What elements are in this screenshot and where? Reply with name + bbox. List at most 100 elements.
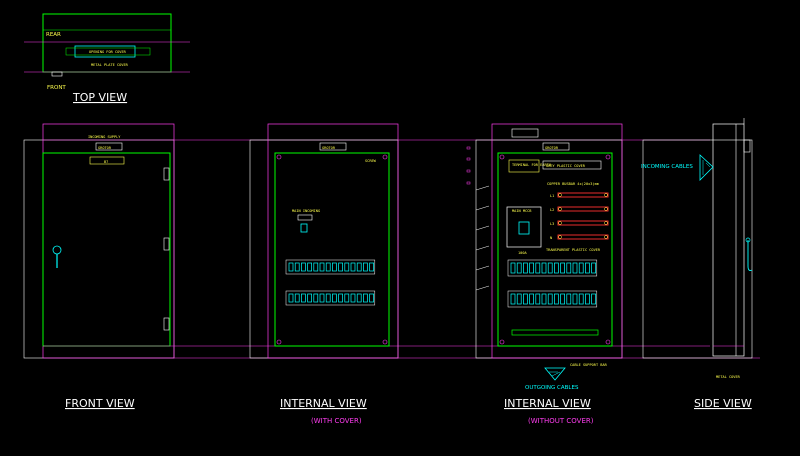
main-mccb <box>506 206 542 248</box>
busbar-bolt <box>604 235 608 239</box>
breaker <box>578 293 584 305</box>
front-door <box>42 152 171 347</box>
breaker <box>535 293 541 305</box>
metal-plate-label: METAL PLATE COVER <box>91 63 129 67</box>
brand-plate <box>95 142 123 151</box>
breaker <box>288 293 294 303</box>
busbar-bolt <box>558 221 562 225</box>
breaker <box>535 262 541 274</box>
top-view-caption: TOP VIEW <box>72 91 127 104</box>
breaker <box>344 293 350 303</box>
breaker <box>554 262 559 274</box>
breaker <box>350 293 356 303</box>
cover-opening <box>74 45 136 58</box>
outgoing-arrow-icon <box>544 367 566 381</box>
breaker <box>510 293 516 305</box>
side-body <box>712 123 745 357</box>
breaker <box>350 262 356 272</box>
breaker <box>523 262 528 274</box>
front-label: FRONT <box>47 85 66 91</box>
breaker <box>332 293 337 303</box>
busbar-bolt <box>558 193 562 197</box>
breaker <box>288 262 294 272</box>
breaker <box>529 293 534 305</box>
breakers-row-2 <box>507 290 598 308</box>
gland-marks <box>466 146 471 185</box>
breaker-rail <box>507 259 598 277</box>
opening-label: OPENING FOR COVER <box>89 50 127 54</box>
breaker <box>572 262 578 274</box>
breaker <box>338 262 343 272</box>
breaker-rail <box>285 259 376 275</box>
breaker <box>313 262 319 272</box>
breaker <box>547 262 553 274</box>
front-box <box>42 123 175 359</box>
breaker <box>294 293 300 303</box>
breaker <box>529 262 534 274</box>
internal-with-caption: INTERNAL VIEW <box>280 397 367 410</box>
breaker <box>313 293 319 303</box>
main-incoming-label: MAIN INCOMING <box>292 209 320 213</box>
nameplate-text: B7 <box>104 160 108 164</box>
transparent-cover-label: TRANSPARENT PLASTIC COVER <box>546 248 601 252</box>
terminal-label: TERMINAL FOR EARTH <box>512 163 551 167</box>
breaker <box>369 293 374 303</box>
internal-with-subcaption: (WITH COVER) <box>311 417 362 425</box>
breaker <box>319 262 325 272</box>
incoming-cables-label: INCOMING CABLES <box>641 164 693 170</box>
busbar-bolt <box>604 221 608 225</box>
breaker-rail <box>285 290 376 306</box>
breaker <box>325 262 331 272</box>
main-mccb-label: MAIN MCCB <box>512 209 531 213</box>
breaker <box>541 293 547 305</box>
breaker <box>325 293 331 303</box>
cable-bar-label: CABLE SUPPORT BAR <box>570 363 608 367</box>
busbar <box>557 220 609 226</box>
screw-label: SCREW <box>365 159 377 163</box>
breaker-rail <box>507 290 598 308</box>
door-lock-icon <box>52 245 62 268</box>
breaker <box>356 293 362 303</box>
side-view-caption: SIDE VIEW <box>694 397 752 410</box>
busbar-bolt <box>558 207 562 211</box>
hinge-icon <box>163 167 170 331</box>
earth-terminal <box>508 159 540 173</box>
internal-brand: GROTOR <box>322 146 336 150</box>
breaker <box>547 293 553 305</box>
outgoing-label: OUTGOING CABLES <box>525 385 579 391</box>
breakers-row-1 <box>507 259 598 277</box>
cover-panel <box>274 152 390 347</box>
busbar <box>557 234 609 240</box>
mccb-rating: 100A <box>518 251 527 255</box>
metal-cover-label: METAL COVER <box>716 375 741 379</box>
busbar-bolt <box>604 193 608 197</box>
busbar-bolt <box>604 207 608 211</box>
phase-label: L3 <box>550 222 554 226</box>
breaker <box>516 262 522 274</box>
breaker <box>560 262 565 274</box>
busbar-label: COPPER BUSBAR 4x(20x3)mm <box>547 182 599 186</box>
incoming-arrow-icon <box>699 154 714 181</box>
internal-view-with-cover: GROTOR SCREW MAIN INCOMING INTERNAL VIEW… <box>249 123 399 425</box>
breaker <box>338 293 343 303</box>
breaker <box>541 262 547 274</box>
breaker <box>319 293 325 303</box>
breaker <box>591 293 596 305</box>
phase-label: L1 <box>550 194 554 198</box>
breaker <box>369 262 374 272</box>
breaker <box>363 262 368 272</box>
breaker <box>307 293 312 303</box>
breaker <box>301 293 306 303</box>
busbar <box>557 206 609 212</box>
corner-screws-2 <box>499 154 611 345</box>
busbar <box>557 192 609 198</box>
breaker <box>585 262 590 274</box>
breaker <box>301 262 306 272</box>
breaker <box>591 262 596 274</box>
breaker <box>516 293 522 305</box>
breaker <box>554 293 559 305</box>
cable-ladder <box>475 185 490 291</box>
top-view: REAR OPENING FOR COVER METAL PLATE COVER… <box>24 13 190 104</box>
